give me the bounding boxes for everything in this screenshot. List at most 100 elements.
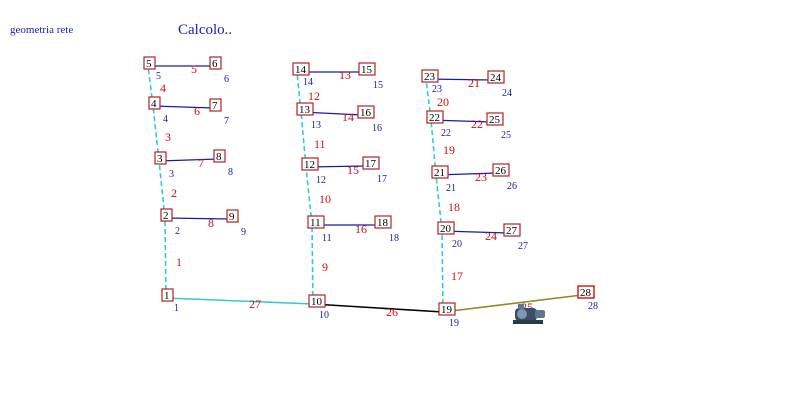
node-box-21 (431, 165, 449, 179)
node-id-18: 18 (389, 233, 399, 244)
node-id-4: 4 (163, 114, 168, 125)
node-box-27 (503, 223, 521, 237)
node-5[interactable]: 55 (143, 56, 161, 82)
node-number-12: 12 (304, 159, 315, 171)
pipe-label-6: 6 (194, 104, 200, 118)
node-box-10 (308, 294, 326, 308)
node-number-18: 18 (377, 217, 389, 229)
node-9[interactable]: 99 (226, 209, 246, 238)
node-number-1: 1 (164, 290, 170, 302)
node-id-26: 26 (507, 181, 517, 192)
pipe-label-7: 7 (198, 156, 204, 170)
node-box-9 (226, 209, 239, 223)
pipe-label-19: 19 (443, 143, 455, 157)
node-2[interactable]: 22 (160, 208, 180, 237)
node-number-16: 16 (360, 107, 372, 119)
node-id-28: 28 (588, 301, 598, 312)
node-8[interactable]: 88 (213, 149, 233, 178)
pump-icon (513, 304, 545, 324)
pipe-20 (425, 78, 432, 121)
pipe-label-3: 3 (165, 130, 171, 144)
pipe-17 (441, 230, 444, 313)
node-box-25 (486, 112, 504, 126)
node-id-3: 3 (169, 169, 174, 180)
node-box-24 (487, 70, 505, 84)
pipe-label-17: 17 (451, 269, 463, 283)
pipe-label-5: 5 (191, 62, 197, 76)
node-id-16: 16 (372, 123, 382, 134)
pipe-label-1: 1 (176, 255, 182, 269)
node-box-16 (357, 105, 375, 119)
node-number-11: 11 (310, 217, 321, 229)
node-id-5: 5 (156, 71, 161, 82)
node-3[interactable]: 33 (154, 151, 174, 180)
node-box-3 (154, 151, 167, 165)
node-id-12: 12 (316, 175, 326, 186)
pipe-label-24: 24 (485, 229, 497, 243)
pipe-label-18: 18 (448, 200, 460, 214)
node-box-11 (307, 215, 325, 229)
node-id-2: 2 (175, 226, 180, 237)
node-box-22 (426, 110, 444, 124)
pipe-27 (165, 297, 314, 305)
pipe-label-2: 2 (171, 186, 177, 200)
node-id-10: 10 (319, 310, 329, 321)
node-number-27: 27 (506, 225, 518, 237)
pipe-9 (311, 224, 314, 305)
node-6[interactable]: 66 (209, 56, 229, 85)
node-box-12 (301, 157, 319, 171)
geometry-label: geometria rete (10, 24, 74, 36)
pipe-label-4: 4 (160, 81, 166, 95)
node-box-17 (362, 156, 380, 170)
node-id-15: 15 (373, 80, 383, 91)
node-id-27: 27 (518, 241, 528, 252)
node-1[interactable]: 11 (161, 288, 179, 314)
node-number-28: 28 (580, 287, 592, 299)
pipe-label-20: 20 (437, 95, 449, 109)
node-7[interactable]: 77 (209, 98, 229, 127)
node-number-23: 23 (424, 71, 436, 83)
node-id-9: 9 (241, 227, 246, 238)
pipe-6 (152, 105, 215, 109)
pipe-labels-layer: 1234567891011121314151617181920212223242… (160, 62, 533, 319)
node-id-23: 23 (432, 84, 442, 95)
node-id-21: 21 (446, 183, 456, 194)
node-4[interactable]: 44 (148, 96, 168, 125)
pipe-label-8: 8 (208, 216, 214, 230)
node-number-8: 8 (216, 151, 222, 163)
node-number-13: 13 (299, 104, 311, 116)
node-box-18 (374, 215, 392, 229)
pipe-label-16: 16 (355, 222, 367, 236)
node-box-1 (161, 288, 174, 302)
node-box-20 (437, 221, 455, 235)
pipe-4 (147, 65, 154, 107)
node-box-26 (492, 163, 510, 177)
pipe-label-12: 12 (308, 89, 320, 103)
node-id-7: 7 (224, 116, 229, 127)
node-number-6: 6 (212, 58, 218, 70)
node-number-4: 4 (151, 98, 157, 110)
pipe-label-15: 15 (347, 163, 359, 177)
pipe-8 (164, 217, 232, 220)
pipe-label-11: 11 (314, 137, 326, 151)
node-id-13: 13 (311, 120, 321, 131)
